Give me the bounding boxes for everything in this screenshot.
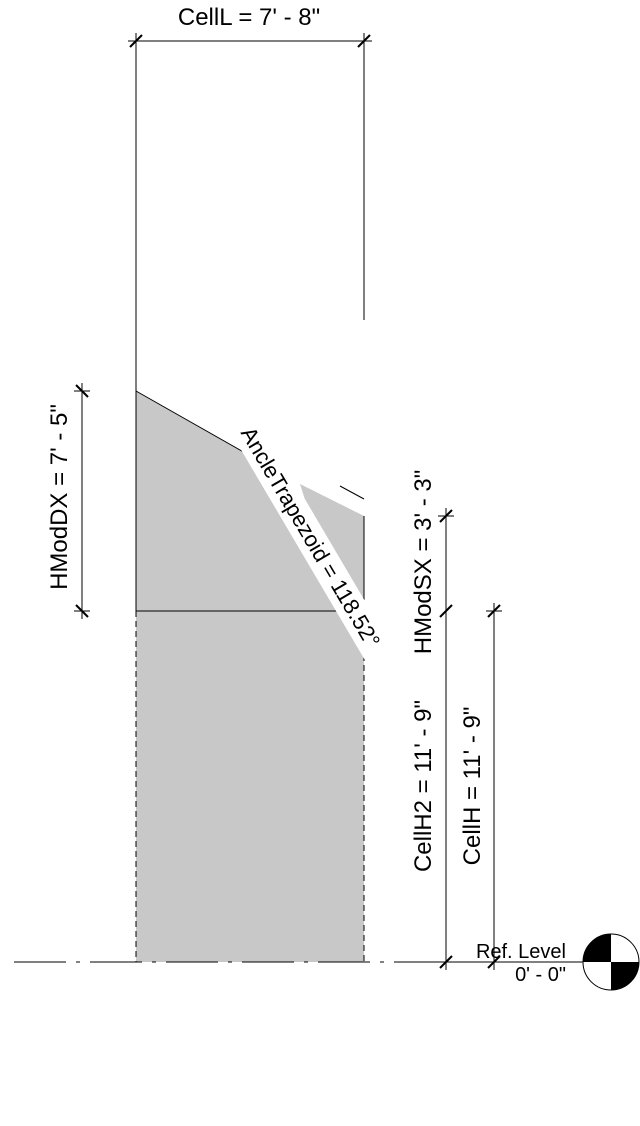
hmod-sx-label: HModSX = 3' - 3" <box>410 470 437 655</box>
cell-h2-dimension: CellH2 = 11' - 9" <box>410 611 454 970</box>
cell-h2-label: CellH2 = 11' - 9" <box>410 700 437 872</box>
cell-h-label: CellH = 11' - 9" <box>459 707 486 866</box>
ref-level-marker: Ref. Level 0' - 0" <box>440 933 640 991</box>
cell-h-dimension: CellH = 11' - 9" <box>459 603 502 970</box>
level-target-icon <box>582 933 640 991</box>
hmod-dx-label: HModDX = 7' - 5" <box>46 404 73 590</box>
hmod-dx-dimension: HModDX = 7' - 5" <box>46 383 90 619</box>
ref-level-name: Ref. Level <box>476 941 566 963</box>
hmod-sx-dimension: HModSX = 3' - 3" <box>410 470 454 655</box>
right-wedge-top-edge <box>339 485 365 500</box>
cell-l-label: CellL = 7' - 8" <box>178 4 320 31</box>
lower-body-fill <box>136 611 364 962</box>
cell-l-dimension: CellL = 7' - 8" <box>128 4 372 49</box>
ref-level-elevation: 0' - 0" <box>515 964 566 986</box>
